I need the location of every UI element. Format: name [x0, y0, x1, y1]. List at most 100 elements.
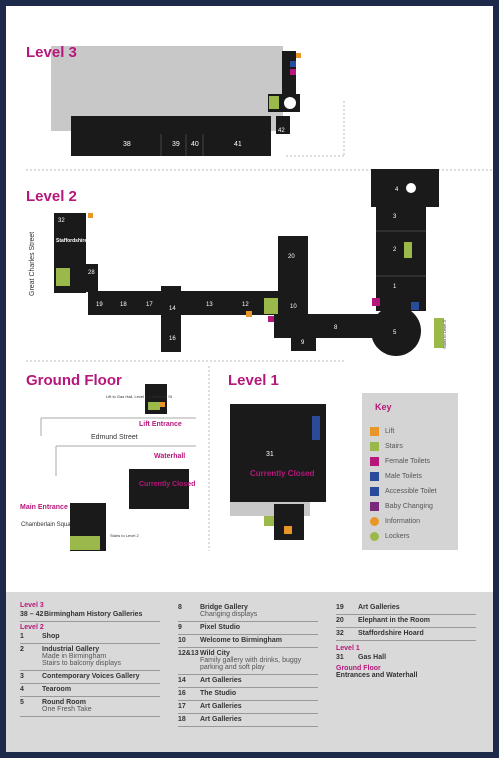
key-item-lockers: Lockers — [370, 530, 410, 542]
legend-entry-name: Shop — [42, 633, 60, 640]
room-number-32: 32 — [58, 218, 65, 224]
key-item-label: Stairs — [385, 442, 403, 450]
room-number-2: 2 — [393, 247, 397, 253]
female-toilets-icon — [268, 316, 274, 322]
legend-entry-number: 18 — [178, 716, 186, 723]
stairs-icon — [264, 516, 274, 526]
stairs-icon — [264, 298, 278, 314]
legend-entry-name: Art Galleries — [200, 677, 242, 684]
legend-entry: 17 Art Galleries — [178, 703, 328, 710]
key-item-accessible-toilet: Accessible Toilet — [370, 485, 437, 497]
level1-plan: 31 Currently Closed — [230, 404, 326, 540]
level1-title: Level 1 — [228, 372, 279, 389]
room-number-20: 20 — [288, 254, 295, 260]
room-number-8: 8 — [334, 325, 338, 331]
legend-entry-description: Family gallery with drinks, buggy — [200, 657, 302, 664]
room-number-28: 28 — [88, 270, 95, 276]
legend-entry: 14 Art Galleries — [178, 677, 328, 684]
key-item-baby-changing: Baby Changing — [370, 500, 433, 512]
key-item-label: Accessible Toilet — [385, 487, 437, 495]
street-edmund: Edmund Street — [91, 434, 138, 441]
legend-entry: 19 Art Galleries — [336, 604, 486, 611]
room-number-3: 3 — [393, 214, 397, 220]
level3-gallery-notch — [71, 116, 83, 136]
lift-icon — [160, 402, 165, 407]
divider — [178, 713, 318, 714]
room-number-1: 1 — [393, 284, 397, 290]
legend-entry-name: Gas Hall — [358, 654, 387, 661]
legend-level2-title: Level 2 — [20, 624, 44, 631]
legend-entry-number: 9 — [178, 624, 182, 631]
legend-entry-name: Staffordshire Hoard — [358, 630, 424, 637]
legend-entry-name: Birmingham History Galleries — [44, 611, 143, 618]
divider — [336, 614, 476, 615]
lift-icon — [370, 426, 379, 436]
level3-plan: 38 39 40 41 42 — [26, 46, 493, 171]
waterhall-block — [129, 469, 189, 509]
key-item-label: Male Toilets — [385, 472, 422, 480]
key-item-information: Information — [370, 515, 420, 527]
accessible-toilet-icon — [370, 486, 379, 496]
legend-entry: 9 Pixel Studio — [178, 624, 328, 631]
legend-entry-name: Art Galleries — [358, 604, 400, 611]
legend-ground-title: Ground Floor — [336, 665, 381, 672]
room-number-40: 40 — [191, 141, 199, 148]
main-entrance-label: Main Entrance — [20, 504, 68, 511]
legend-entry-number: 8 — [178, 604, 182, 611]
lift-icon — [284, 526, 292, 534]
room-number-39: 39 — [172, 141, 180, 148]
legend-entry-name: Round Room — [42, 699, 86, 706]
legend-entry-number: 19 — [336, 604, 344, 611]
female-toilets-icon — [370, 456, 379, 466]
room-16 — [161, 324, 181, 352]
key-item-female-toilets: Female Toilets — [370, 455, 430, 467]
key-item-label: Information — [385, 517, 421, 525]
legend-entry-name: Art Galleries — [200, 716, 242, 723]
legend-entry: 18 Art Galleries — [178, 716, 328, 723]
key-item-male-toilets: Male Toilets — [370, 470, 422, 482]
room-number-18: 18 — [120, 302, 127, 308]
level2-plan: Great Charles Street 32 Staffordshire Ho… — [26, 169, 447, 551]
legend-entry-number: 32 — [336, 630, 344, 637]
legend-entry-number: 14 — [178, 677, 186, 684]
accessible-toilet-icon — [312, 416, 320, 440]
divider — [178, 726, 318, 727]
legend-entry-name: Art Galleries — [200, 703, 242, 710]
legend-entry-number: 2 — [20, 646, 24, 653]
key-item-label: Lockers — [385, 532, 410, 540]
female-toilets-icon — [290, 69, 296, 75]
legend-level1-title: Level 1 — [336, 645, 360, 652]
divider — [20, 716, 160, 717]
legend-entry-number: 17 — [178, 703, 186, 710]
lift-entrance-label: Lift Entrance — [139, 421, 182, 428]
room-number-13: 13 — [206, 302, 213, 308]
divider — [336, 640, 476, 641]
floor-plan-map: 38 39 40 41 42 Great Charles Street 32 S… — [20, 46, 493, 551]
key-item-label: Lift — [385, 427, 395, 435]
room-number-5: 5 — [393, 330, 397, 336]
information-icon — [88, 213, 93, 218]
divider — [178, 647, 318, 648]
room-42 — [276, 116, 290, 134]
baby-changing-icon — [370, 501, 379, 511]
divider — [178, 634, 318, 635]
legend-entry-name: Pixel Studio — [200, 624, 241, 631]
legend-entry-number: 20 — [336, 617, 344, 624]
stairs-icon — [70, 536, 100, 550]
legend-entry-number: 38 – 42 — [20, 611, 44, 618]
legend-entry-description: Stairs to balcony displays — [42, 660, 121, 667]
stairs-icon — [269, 96, 279, 109]
legend-entry-number: 12&13 — [178, 650, 199, 657]
male-toilets-icon — [411, 302, 419, 310]
stairs-icon — [404, 242, 412, 258]
legend-entry-description: Made in Birmingham — [42, 653, 107, 660]
